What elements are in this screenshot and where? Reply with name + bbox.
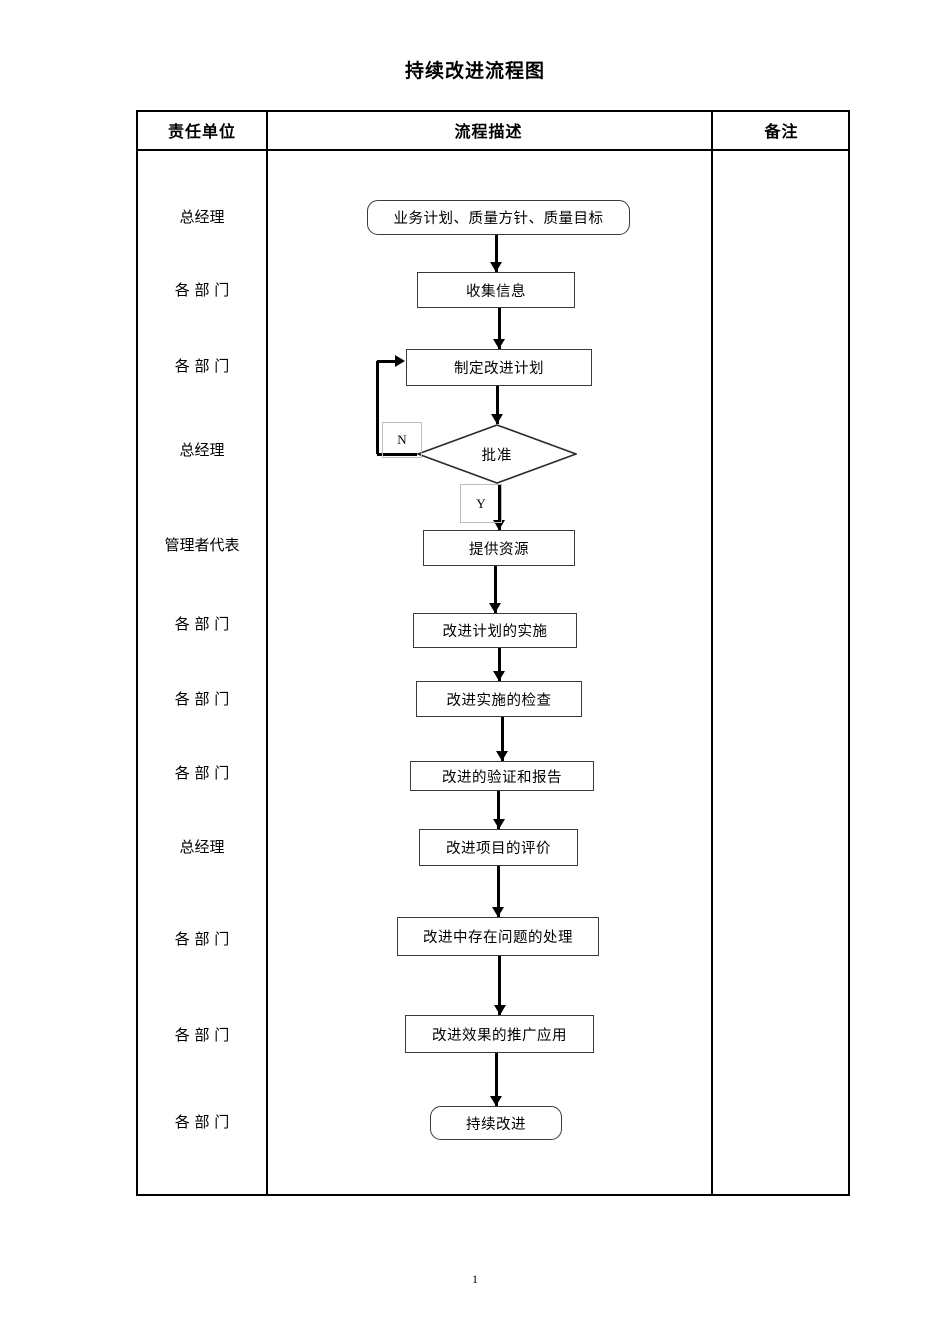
- connector-issues-to-promote-arrowhead: [493, 1005, 506, 1015]
- connector-approve-no-horizontal: [377, 452, 417, 456]
- flow-node-label-verify: 改进的验证和报告: [442, 769, 562, 786]
- header-remarks: 备注: [764, 122, 799, 141]
- flow-table: 责任单位 流程描述 备注 总经理各 部 门各 部 门总经理管理者代表各 部 门各…: [136, 110, 850, 1196]
- flow-node-label-end: 持续改进: [466, 1116, 526, 1133]
- responsibility-label-4: 管理者代表: [164, 536, 240, 554]
- connector-plan-to-approve-arrowhead: [491, 414, 503, 424]
- responsibility-label-2: 各 部 门: [174, 357, 230, 375]
- flow-node-promote: 改进效果的推广应用: [405, 1015, 594, 1053]
- flow-node-issues: 改进中存在问题的处理: [397, 917, 599, 956]
- responsibility-label-8: 总经理: [179, 838, 225, 856]
- flow-node-label-promote: 改进效果的推广应用: [432, 1027, 567, 1044]
- flow-node-implement: 改进计划的实施: [413, 613, 577, 648]
- connector-verify-to-evaluate: [497, 791, 500, 829]
- connector-implement-to-check: [497, 648, 501, 681]
- connector-approve-yes-to-resource-arrowhead: [493, 520, 505, 530]
- flowchart-canvas: 业务计划、质量方针、质量目标收集信息制定改进计划批准提供资源改进计划的实施改进实…: [138, 112, 848, 1194]
- responsibility-label-6: 各 部 门: [174, 690, 230, 708]
- connector-promote-to-end-arrowhead: [490, 1096, 502, 1106]
- page-number: 1: [472, 1272, 478, 1286]
- column-divider-right: [711, 112, 713, 1194]
- connector-evaluate-to-issues-arrowhead: [492, 907, 504, 917]
- connector-approve-yes-to-resource: [497, 484, 501, 530]
- flow-node-resource: 提供资源: [423, 530, 575, 566]
- flow-node-label-approve: 批准: [481, 447, 513, 464]
- flow-node-label-collect: 收集信息: [466, 283, 526, 300]
- connector-plan-to-approve: [495, 386, 499, 424]
- connector-check-to-verify-arrowhead: [496, 751, 508, 761]
- flow-node-approve: 批准: [417, 424, 577, 484]
- connector-issues-to-promote: [498, 956, 501, 1015]
- flow-node-verify: 改进的验证和报告: [410, 761, 594, 791]
- flow-node-label-start: 业务计划、质量方针、质量目标: [393, 211, 604, 227]
- flow-node-start: 业务计划、质量方针、质量目标: [367, 200, 630, 235]
- flow-node-label-evaluate: 改进项目的评价: [446, 841, 551, 857]
- flow-node-end: 持续改进: [430, 1106, 562, 1140]
- connector-verify-to-evaluate-arrowhead: [492, 819, 505, 829]
- flow-node-label-issues: 改进中存在问题的处理: [423, 930, 573, 946]
- connector-resource-to-implement: [493, 566, 497, 613]
- responsibility-label-9: 各 部 门: [174, 930, 230, 948]
- branch-label-no: N: [382, 422, 422, 458]
- flow-node-evaluate: 改进项目的评价: [419, 829, 578, 866]
- responsibility-label-3: 总经理: [179, 441, 225, 459]
- flow-node-label-resource: 提供资源: [469, 541, 529, 558]
- connector-evaluate-to-issues: [496, 866, 500, 917]
- connector-approve-no-return: [377, 359, 396, 363]
- responsibility-label-7: 各 部 门: [174, 764, 230, 782]
- connector-implement-to-check-arrowhead: [493, 671, 505, 681]
- responsibility-label-5: 各 部 门: [174, 615, 230, 633]
- connector-approve-no-vertical: [375, 361, 379, 454]
- connector-collect-to-plan: [497, 308, 501, 349]
- responsibility-label-1: 各 部 门: [174, 281, 230, 299]
- connector-start-to-collect-arrowhead: [490, 262, 502, 272]
- connector-collect-to-plan-arrowhead: [493, 339, 505, 349]
- connector-resource-to-implement-arrowhead: [489, 603, 501, 613]
- column-divider-left: [266, 112, 268, 1194]
- connector-promote-to-end: [494, 1053, 498, 1106]
- connector-approve-no-arrowhead: [395, 355, 405, 367]
- flow-node-label-check: 改进实施的检查: [446, 692, 552, 709]
- responsibility-label-0: 总经理: [179, 208, 225, 226]
- table-header-row: 责任单位 流程描述 备注: [138, 112, 848, 151]
- responsibility-label-10: 各 部 门: [174, 1026, 230, 1044]
- flow-node-plan: 制定改进计划: [406, 349, 592, 386]
- branch-label-yes: Y: [460, 484, 502, 523]
- flow-node-check: 改进实施的检查: [416, 681, 582, 717]
- flow-node-label-implement: 改进计划的实施: [442, 624, 548, 640]
- connector-check-to-verify: [500, 717, 504, 761]
- page-title: 持续改进流程图: [404, 60, 545, 82]
- flow-node-collect: 收集信息: [417, 272, 575, 308]
- flow-node-label-plan: 制定改进计划: [454, 361, 544, 377]
- connector-start-to-collect: [494, 235, 498, 272]
- responsibility-label-11: 各 部 门: [174, 1113, 230, 1131]
- header-responsibility: 责任单位: [167, 122, 236, 141]
- header-process-description: 流程描述: [454, 122, 523, 141]
